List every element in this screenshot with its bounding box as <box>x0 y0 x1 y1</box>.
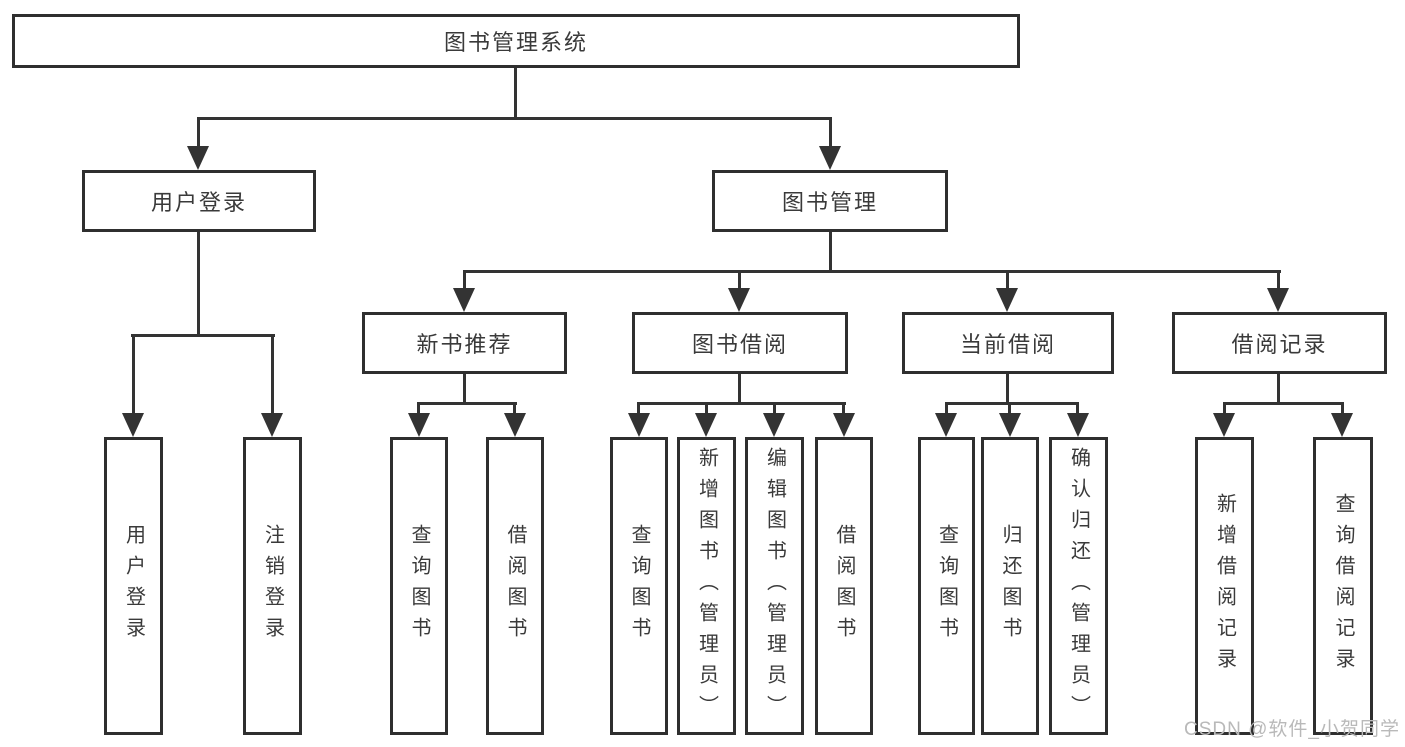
arrow-down-icon <box>187 146 209 170</box>
arrow-down-icon <box>122 413 144 437</box>
node-new-book-recommend-label: 新书推荐 <box>416 332 513 357</box>
node-root: 图书管理系统 <box>12 14 1020 68</box>
connector-line <box>131 334 275 337</box>
arrow-down-icon <box>1067 413 1089 437</box>
node-borrow-books-borrowing: 借阅图书 <box>815 437 873 735</box>
node-user-login-module: 用户登录 <box>82 170 316 232</box>
node-return-books-label: 归还图书 <box>999 524 1021 648</box>
connector-line <box>1006 374 1009 404</box>
connector-line <box>1277 374 1280 404</box>
connector-line <box>1341 402 1344 416</box>
connector-line <box>1006 270 1009 292</box>
arrow-down-icon <box>819 146 841 170</box>
arrow-down-icon <box>728 288 750 312</box>
arrow-down-icon <box>504 413 526 437</box>
node-logout-label: 注销登录 <box>261 524 284 648</box>
arrow-down-icon <box>1267 288 1289 312</box>
arrow-down-icon <box>453 288 475 312</box>
node-book-borrowing-label: 图书借阅 <box>691 332 788 357</box>
connector-line <box>463 270 466 292</box>
connector-line <box>705 402 708 416</box>
arrow-down-icon <box>261 413 283 437</box>
node-user-login-module-label: 用户登录 <box>150 190 247 215</box>
node-query-borrow-record-label: 查询借阅记录 <box>1332 493 1354 679</box>
node-borrowing-records: 借阅记录 <box>1172 312 1387 374</box>
connector-line <box>1277 270 1280 292</box>
node-edit-books-admin-label: 编辑图书（管理员） <box>763 446 786 726</box>
connector-line <box>463 270 1281 273</box>
connector-line <box>1008 402 1011 416</box>
arrow-down-icon <box>996 288 1018 312</box>
connector-line <box>513 402 516 416</box>
connector-line <box>197 117 200 150</box>
arrow-down-icon <box>408 413 430 437</box>
node-query-books-borrowing-label: 查询图书 <box>628 524 650 648</box>
node-confirm-return-admin-label: 确认归还（管理员） <box>1067 446 1090 726</box>
connector-line <box>945 402 1079 405</box>
node-user-login-label: 用户登录 <box>122 524 145 648</box>
arrow-down-icon <box>1331 413 1353 437</box>
node-current-borrowing: 当前借阅 <box>902 312 1114 374</box>
connector-line <box>1223 402 1226 416</box>
connector-line <box>773 402 776 416</box>
arrow-down-icon <box>628 413 650 437</box>
node-edit-books-admin: 编辑图书（管理员） <box>745 437 804 735</box>
node-borrowing-records-label: 借阅记录 <box>1231 332 1328 357</box>
node-add-books-admin: 新增图书（管理员） <box>677 437 736 735</box>
node-logout: 注销登录 <box>243 437 302 735</box>
node-borrow-books-borrowing-label: 借阅图书 <box>833 524 855 648</box>
node-query-books-borrowing: 查询图书 <box>610 437 668 735</box>
node-borrow-books-recommend: 借阅图书 <box>486 437 544 735</box>
connector-line <box>463 374 466 404</box>
node-book-borrowing: 图书借阅 <box>632 312 848 374</box>
connector-line <box>829 117 832 150</box>
node-confirm-return-admin: 确认归还（管理员） <box>1049 437 1108 735</box>
connector-line <box>197 232 200 337</box>
node-user-login: 用户登录 <box>104 437 163 735</box>
node-book-management-module-label: 图书管理 <box>781 190 878 215</box>
connector-line <box>945 402 948 416</box>
connector-line <box>842 402 845 416</box>
arrow-down-icon <box>833 413 855 437</box>
node-root-label: 图书管理系统 <box>443 30 588 55</box>
node-current-borrowing-label: 当前借阅 <box>959 332 1056 357</box>
node-borrow-books-recommend-label: 借阅图书 <box>504 524 526 648</box>
arrow-down-icon <box>695 413 717 437</box>
node-new-book-recommend: 新书推荐 <box>362 312 567 374</box>
connector-line <box>514 68 517 120</box>
connector-line <box>132 334 135 414</box>
connector-line <box>637 402 640 416</box>
connector-line <box>417 402 420 416</box>
connector-line <box>271 334 274 414</box>
connector-line <box>637 402 846 405</box>
connector-line <box>197 117 832 120</box>
node-query-books-recommend: 查询图书 <box>390 437 448 735</box>
arrow-down-icon <box>999 413 1021 437</box>
connector-line <box>738 374 741 404</box>
node-book-management-module: 图书管理 <box>712 170 948 232</box>
arrow-down-icon <box>935 413 957 437</box>
node-add-books-admin-label: 新增图书（管理员） <box>695 446 718 726</box>
connector-line <box>829 232 832 273</box>
node-query-books-current-label: 查询图书 <box>935 524 958 648</box>
node-add-borrow-record-label: 新增借阅记录 <box>1213 493 1236 679</box>
node-query-books-current: 查询图书 <box>918 437 975 735</box>
connector-line <box>1076 402 1079 416</box>
node-add-borrow-record: 新增借阅记录 <box>1195 437 1254 735</box>
arrow-down-icon <box>1213 413 1235 437</box>
node-query-borrow-record: 查询借阅记录 <box>1313 437 1373 735</box>
arrow-down-icon <box>763 413 785 437</box>
connector-line <box>1223 402 1344 405</box>
node-return-books: 归还图书 <box>981 437 1039 735</box>
connector-line <box>738 270 741 292</box>
node-query-books-recommend-label: 查询图书 <box>408 524 430 648</box>
csdn-watermark: CSDN @软件_小贺同学 <box>1184 719 1400 740</box>
connector-line <box>417 402 517 405</box>
